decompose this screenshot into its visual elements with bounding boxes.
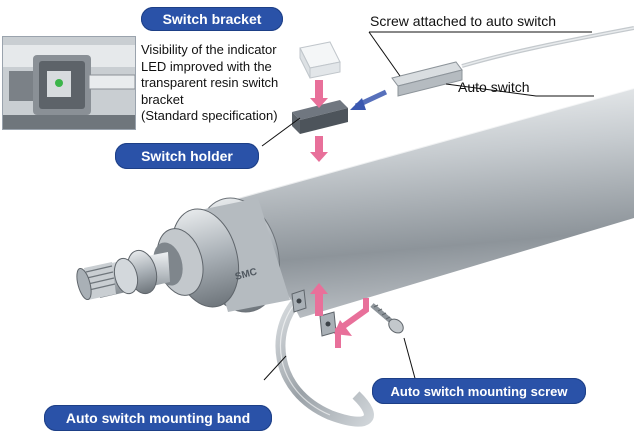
description-line: LED improved with the (141, 58, 272, 74)
cylinder-head-cover (153, 197, 290, 313)
description-line: (Standard specification) (141, 108, 278, 123)
mounting-band-part (275, 289, 374, 427)
description-line: transparent resin switch (141, 75, 279, 90)
arrow-screw-head (334, 320, 352, 336)
piston-rod (76, 249, 170, 301)
arrow-switch-to-holder (350, 89, 388, 110)
auto-switch-part (391, 26, 634, 97)
switch-holder-part (292, 100, 348, 134)
inset-photo (2, 36, 136, 130)
assembly-arrows (310, 80, 369, 348)
description-text: Visibility of the indicator LED improved… (141, 42, 301, 125)
switch-bracket-label: Switch bracket (141, 7, 283, 31)
arrow-holder-to-tube-head (310, 152, 328, 162)
cylinder-tube (237, 87, 634, 318)
leader-mounting-band (263, 355, 287, 381)
leader-switch-holder (261, 117, 301, 147)
arrow-bracket-to-holder (315, 80, 323, 100)
arrow-screw-path (335, 298, 369, 348)
mounting-screw-label: Auto switch mounting screw (372, 378, 586, 404)
switch-closeup-image (3, 37, 135, 129)
leader-lines (261, 31, 594, 383)
description-line: bracket (141, 91, 184, 107)
arrow-band-up (315, 292, 323, 316)
screw-attached-label: Screw attached to auto switch (370, 13, 556, 29)
description-line: Visibility of the indicator (141, 42, 277, 57)
leader-screw-attached (368, 31, 592, 77)
leader-auto-switch (445, 83, 594, 97)
auto-switch-label: Auto switch (458, 79, 530, 95)
arrow-holder-to-tube (315, 136, 323, 154)
switch-holder-label: Switch holder (115, 143, 259, 169)
mounting-screw-part (370, 303, 404, 334)
mounting-band-label: Auto switch mounting band (44, 405, 272, 431)
arrow-band-up-head (310, 283, 328, 294)
switch-bracket-part (299, 41, 341, 79)
leader-mounting-screw (403, 337, 417, 383)
arrow-bracket-to-holder-head (310, 98, 328, 108)
